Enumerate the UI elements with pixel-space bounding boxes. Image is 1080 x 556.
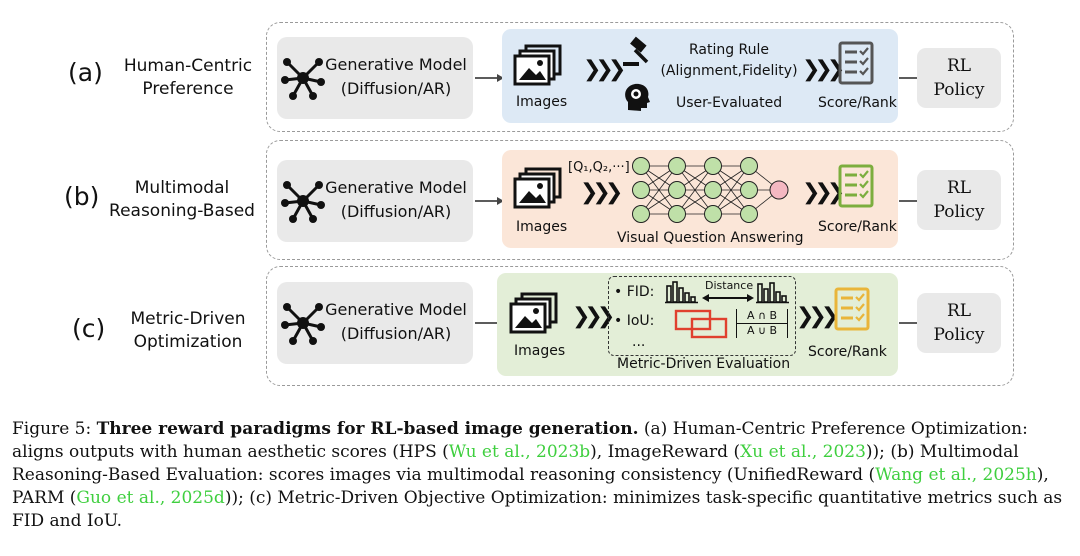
row-b-chevrons-1: ❯❯❯ (580, 180, 623, 205)
neural-network-icon (632, 157, 789, 223)
row-a-letter: (a) (68, 58, 103, 87)
row-c-generative-model-text: Generative Model (Diffusion/AR) (321, 298, 471, 346)
overlapping-boxes-icon (674, 309, 728, 339)
network-icon (281, 181, 325, 223)
images-icon (513, 44, 562, 86)
row-b-chevrons-2: ❯❯❯ (802, 180, 845, 205)
row-b-vqa-label: Visual Question Answering (617, 230, 804, 246)
rl-line1: RL (946, 178, 972, 198)
rl-line2: Policy (933, 80, 985, 100)
row-c-chevrons-2: ❯❯❯ (796, 304, 839, 329)
network-icon (281, 58, 325, 100)
citation-link[interactable]: Xu et al., 2023 (740, 442, 866, 462)
iou-numerator: A ∩ B (737, 309, 787, 324)
caption-text: ), ImageReward ( (590, 442, 741, 462)
row-b-arrow-1 (475, 197, 504, 205)
row-b-question-list: [Q₁,Q₂,···] (568, 160, 630, 175)
checklist-icon (834, 287, 870, 331)
row-a-user-evaluated: User-Evaluated (676, 95, 783, 111)
gen-line1: Generative Model (325, 55, 467, 74)
row-b-label-line2: Reasoning-Based (109, 201, 255, 221)
row-a-score-rank: Score/Rank (818, 95, 897, 111)
row-b-score-rank: Score/Rank (818, 219, 897, 235)
row-a-chevrons-1: ❯❯❯ (583, 57, 626, 82)
images-icon (513, 167, 562, 209)
rating-rule-line1: Rating Rule (688, 42, 770, 58)
row-c-iou-fraction: A ∩ B A ∪ B (736, 309, 788, 338)
row-a-generative-model-box: Generative Model (Diffusion/AR) (277, 37, 473, 119)
row-b-letter: (b) (64, 182, 100, 211)
row-b-images-label: Images (516, 219, 568, 235)
row-a-label-line2: Preference (142, 79, 234, 99)
caption-text: )); (c) Metric-Driven Objective Optimiza… (12, 488, 1063, 531)
rl-line1: RL (946, 56, 972, 76)
row-a-images-label: Images (516, 94, 568, 110)
row-b-label-line1: Multimodal (134, 178, 230, 198)
row-a-arrow-1 (475, 74, 504, 82)
row-c-label: Metric-Driven Optimization (108, 308, 268, 354)
checklist-icon (838, 164, 874, 208)
histogram-icon (665, 281, 698, 304)
row-b-rl-policy-box: RL Policy (917, 170, 1001, 230)
brain-head-icon (625, 83, 650, 111)
row-c-evaluation-panel (497, 273, 898, 376)
rl-line2: Policy (933, 325, 985, 345)
figure-caption: Figure 5: Three reward paradigms for RL-… (12, 418, 1072, 533)
rl-line1: RL (946, 301, 972, 321)
row-c-generative-model-box: Generative Model (Diffusion/AR) (277, 282, 473, 364)
rating-rule-line2: (Alignment,Fidelity) (660, 63, 798, 79)
row-a-chevrons-2: ❯❯❯ (802, 57, 845, 82)
row-c-frame (266, 266, 1014, 386)
gen-line1: Generative Model (325, 178, 467, 197)
citation-link[interactable]: Wu et al., 2023b (448, 442, 591, 462)
row-a-rating-rule: Rating Rule (Alignment,Fidelity) (654, 40, 804, 82)
double-arrow-icon (702, 294, 754, 302)
row-a-label-line1: Human-Centric (123, 56, 253, 76)
row-c-chevrons-1: ❯❯❯ (572, 304, 615, 329)
row-a-frame (266, 22, 1014, 132)
row-c-eval-label: Metric-Driven Evaluation (617, 356, 791, 372)
gen-line2: (Diffusion/AR) (340, 324, 452, 343)
row-a-evaluation-panel (502, 29, 898, 123)
caption-text: (a) Human-Centric Preference Optimizatio… (12, 419, 1028, 462)
rl-line2: Policy (933, 202, 985, 222)
histogram-icon (756, 282, 789, 304)
row-c-label-line1: Metric-Driven (130, 309, 246, 329)
gen-line2: (Diffusion/AR) (340, 79, 452, 98)
row-a-rl-policy-box: RL Policy (917, 48, 1001, 108)
row-c-images-label: Images (514, 343, 566, 359)
row-c-letter: (c) (72, 314, 106, 343)
row-c-score-rank: Score/Rank (808, 344, 887, 360)
row-b-generative-model-text: Generative Model (Diffusion/AR) (321, 176, 471, 224)
row-b-label: Multimodal Reasoning-Based (98, 177, 266, 223)
row-c-iou-label: • IoU: (614, 313, 655, 329)
row-c-rl-policy-box: RL Policy (917, 293, 1001, 353)
iou-denominator: A ∪ B (746, 324, 778, 337)
gen-line2: (Diffusion/AR) (340, 202, 452, 221)
row-c-dots: ... (632, 334, 646, 350)
network-icon (281, 303, 325, 345)
row-b-generative-model-box: Generative Model (Diffusion/AR) (277, 160, 473, 242)
gavel-icon (623, 36, 649, 66)
citation-link[interactable]: Guo et al., 2025d (76, 488, 225, 508)
row-c-distance-label: Distance (705, 279, 754, 292)
row-a-generative-model-text: Generative Model (Diffusion/AR) (321, 53, 471, 101)
row-b-frame (266, 140, 1014, 260)
row-a-label: Human-Centric Preference (108, 55, 268, 101)
caption-text: )); (b) Multimodal Reasoning-Based Evalu… (12, 442, 1019, 485)
images-icon (509, 292, 558, 334)
caption-title: Three reward paradigms for RL-based imag… (96, 419, 639, 439)
citation-link[interactable]: Wang et al., 2025h (875, 465, 1037, 485)
row-c-label-line2: Optimization (133, 332, 243, 352)
row-c-metrics-box (608, 276, 796, 356)
checklist-icon (838, 41, 874, 85)
caption-prefix: Figure 5: (12, 419, 97, 439)
row-c-fid-label: • FID: (614, 284, 655, 300)
caption-text: ), PARM ( (12, 465, 1049, 508)
gen-line1: Generative Model (325, 300, 467, 319)
